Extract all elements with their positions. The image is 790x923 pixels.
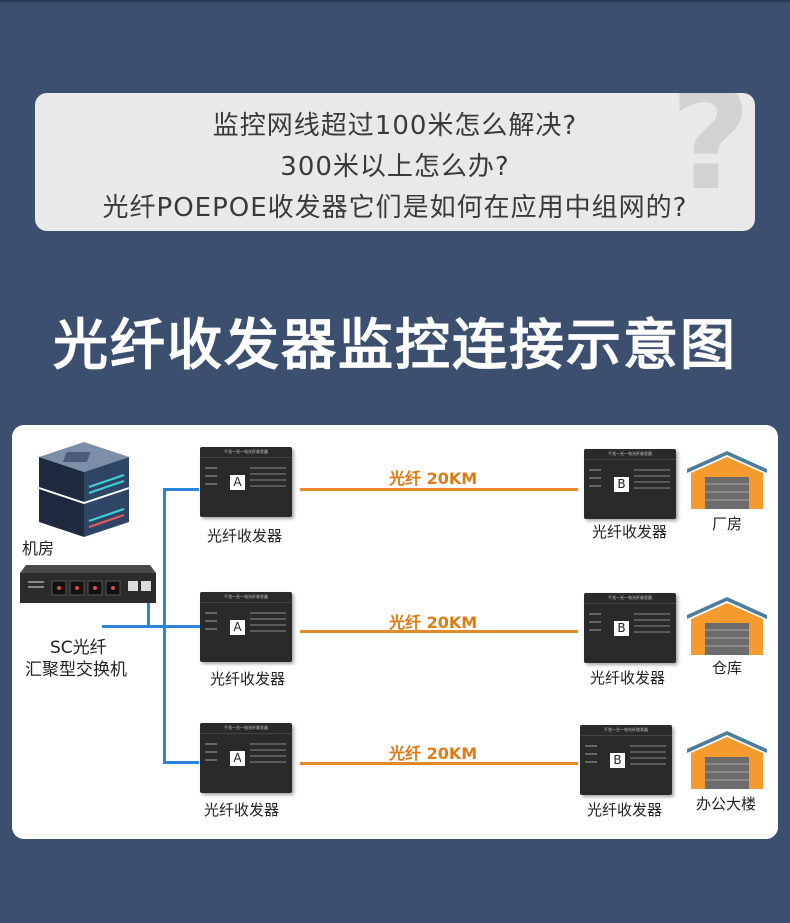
transceiver-a-2: 千兆一光一电光纤收发器 A xyxy=(200,592,292,662)
device-top-text: 千兆一光一电光纤收发器 xyxy=(200,447,292,458)
device-letter-b: B xyxy=(614,477,629,492)
fiber-label-3: 光纤 20KM xyxy=(389,744,478,763)
transceiver-a-3: 千兆一光一电光纤收发器 A xyxy=(200,723,292,793)
fiber-label-1: 光纤 20KM xyxy=(389,469,478,488)
question-line-1: 监控网线超过100米怎么解决? xyxy=(212,111,578,141)
transceiver-b-1: 千兆一光一电光纤收发器 B xyxy=(584,449,676,519)
factory-building-icon xyxy=(687,451,767,509)
fiber-label-2: 光纤 20KM xyxy=(389,613,478,632)
top-border xyxy=(0,0,790,2)
question-box: ? 监控网线超过100米怎么解决? 300米以上怎么办? 光纤POEPOE收发器… xyxy=(35,93,755,231)
device-label-b-1: 光纤收发器 xyxy=(592,523,668,541)
device-label-a-1: 光纤收发器 xyxy=(207,527,283,545)
device-top-text: 千兆一光一电光纤收发器 xyxy=(580,725,672,736)
transceiver-b-3: 千兆一光一电光纤收发器 B xyxy=(580,725,672,795)
server-room-label: 机房 xyxy=(22,539,55,558)
device-letter-a: A xyxy=(230,620,245,635)
device-top-text: 千兆一光一电光纤收发器 xyxy=(584,593,676,604)
device-label-b-3: 光纤收发器 xyxy=(587,801,663,819)
link-to-device-a3 xyxy=(163,761,199,764)
trunk-link xyxy=(163,488,166,763)
question-line-3: 光纤POEPOE收发器它们是如何在应用中组网的? xyxy=(102,193,688,223)
question-line-2: 300米以上怎么办? xyxy=(280,152,510,182)
device-top-text: 千兆一光一电光纤收发器 xyxy=(200,723,292,734)
question-mark-icon: ? xyxy=(669,93,751,222)
destination-label-1: 厂房 xyxy=(712,515,743,533)
server-room-icon xyxy=(39,442,129,537)
office-building-icon xyxy=(687,731,767,789)
switch-icon xyxy=(20,565,156,603)
device-label-a-3: 光纤收发器 xyxy=(204,801,280,819)
switch-link-horizontal xyxy=(102,625,202,628)
transceiver-a-1: 千兆一光一电光纤收发器 A xyxy=(200,447,292,517)
transceiver-b-2: 千兆一光一电光纤收发器 B xyxy=(584,593,676,663)
warehouse-building-icon xyxy=(687,597,767,655)
device-letter-b: B xyxy=(614,621,629,636)
device-letter-a: A xyxy=(230,751,245,766)
fiber-line-2 xyxy=(300,630,578,633)
switch-link-down xyxy=(147,603,150,627)
fiber-line-3 xyxy=(300,762,578,765)
device-label-a-2: 光纤收发器 xyxy=(210,670,286,688)
device-top-text: 千兆一光一电光纤收发器 xyxy=(584,449,676,460)
device-label-b-2: 光纤收发器 xyxy=(590,669,666,687)
link-to-device-a1 xyxy=(163,488,199,491)
fiber-line-1 xyxy=(300,488,578,491)
device-top-text: 千兆一光一电光纤收发器 xyxy=(200,592,292,603)
diagram-panel: 机房 SC光纤 汇聚型交换机 千兆一光一电光纤收发器 A 光纤收发器 光纤 20… xyxy=(12,425,778,839)
destination-label-3: 办公大楼 xyxy=(696,795,757,813)
device-letter-a: A xyxy=(230,475,245,490)
device-letter-b: B xyxy=(610,753,625,768)
switch-label-line-1: SC光纤 xyxy=(50,638,107,658)
page-title: 光纤收发器监控连接示意图 xyxy=(52,313,737,377)
destination-label-2: 仓库 xyxy=(712,659,743,677)
switch-label-line-2: 汇聚型交换机 xyxy=(25,660,127,680)
